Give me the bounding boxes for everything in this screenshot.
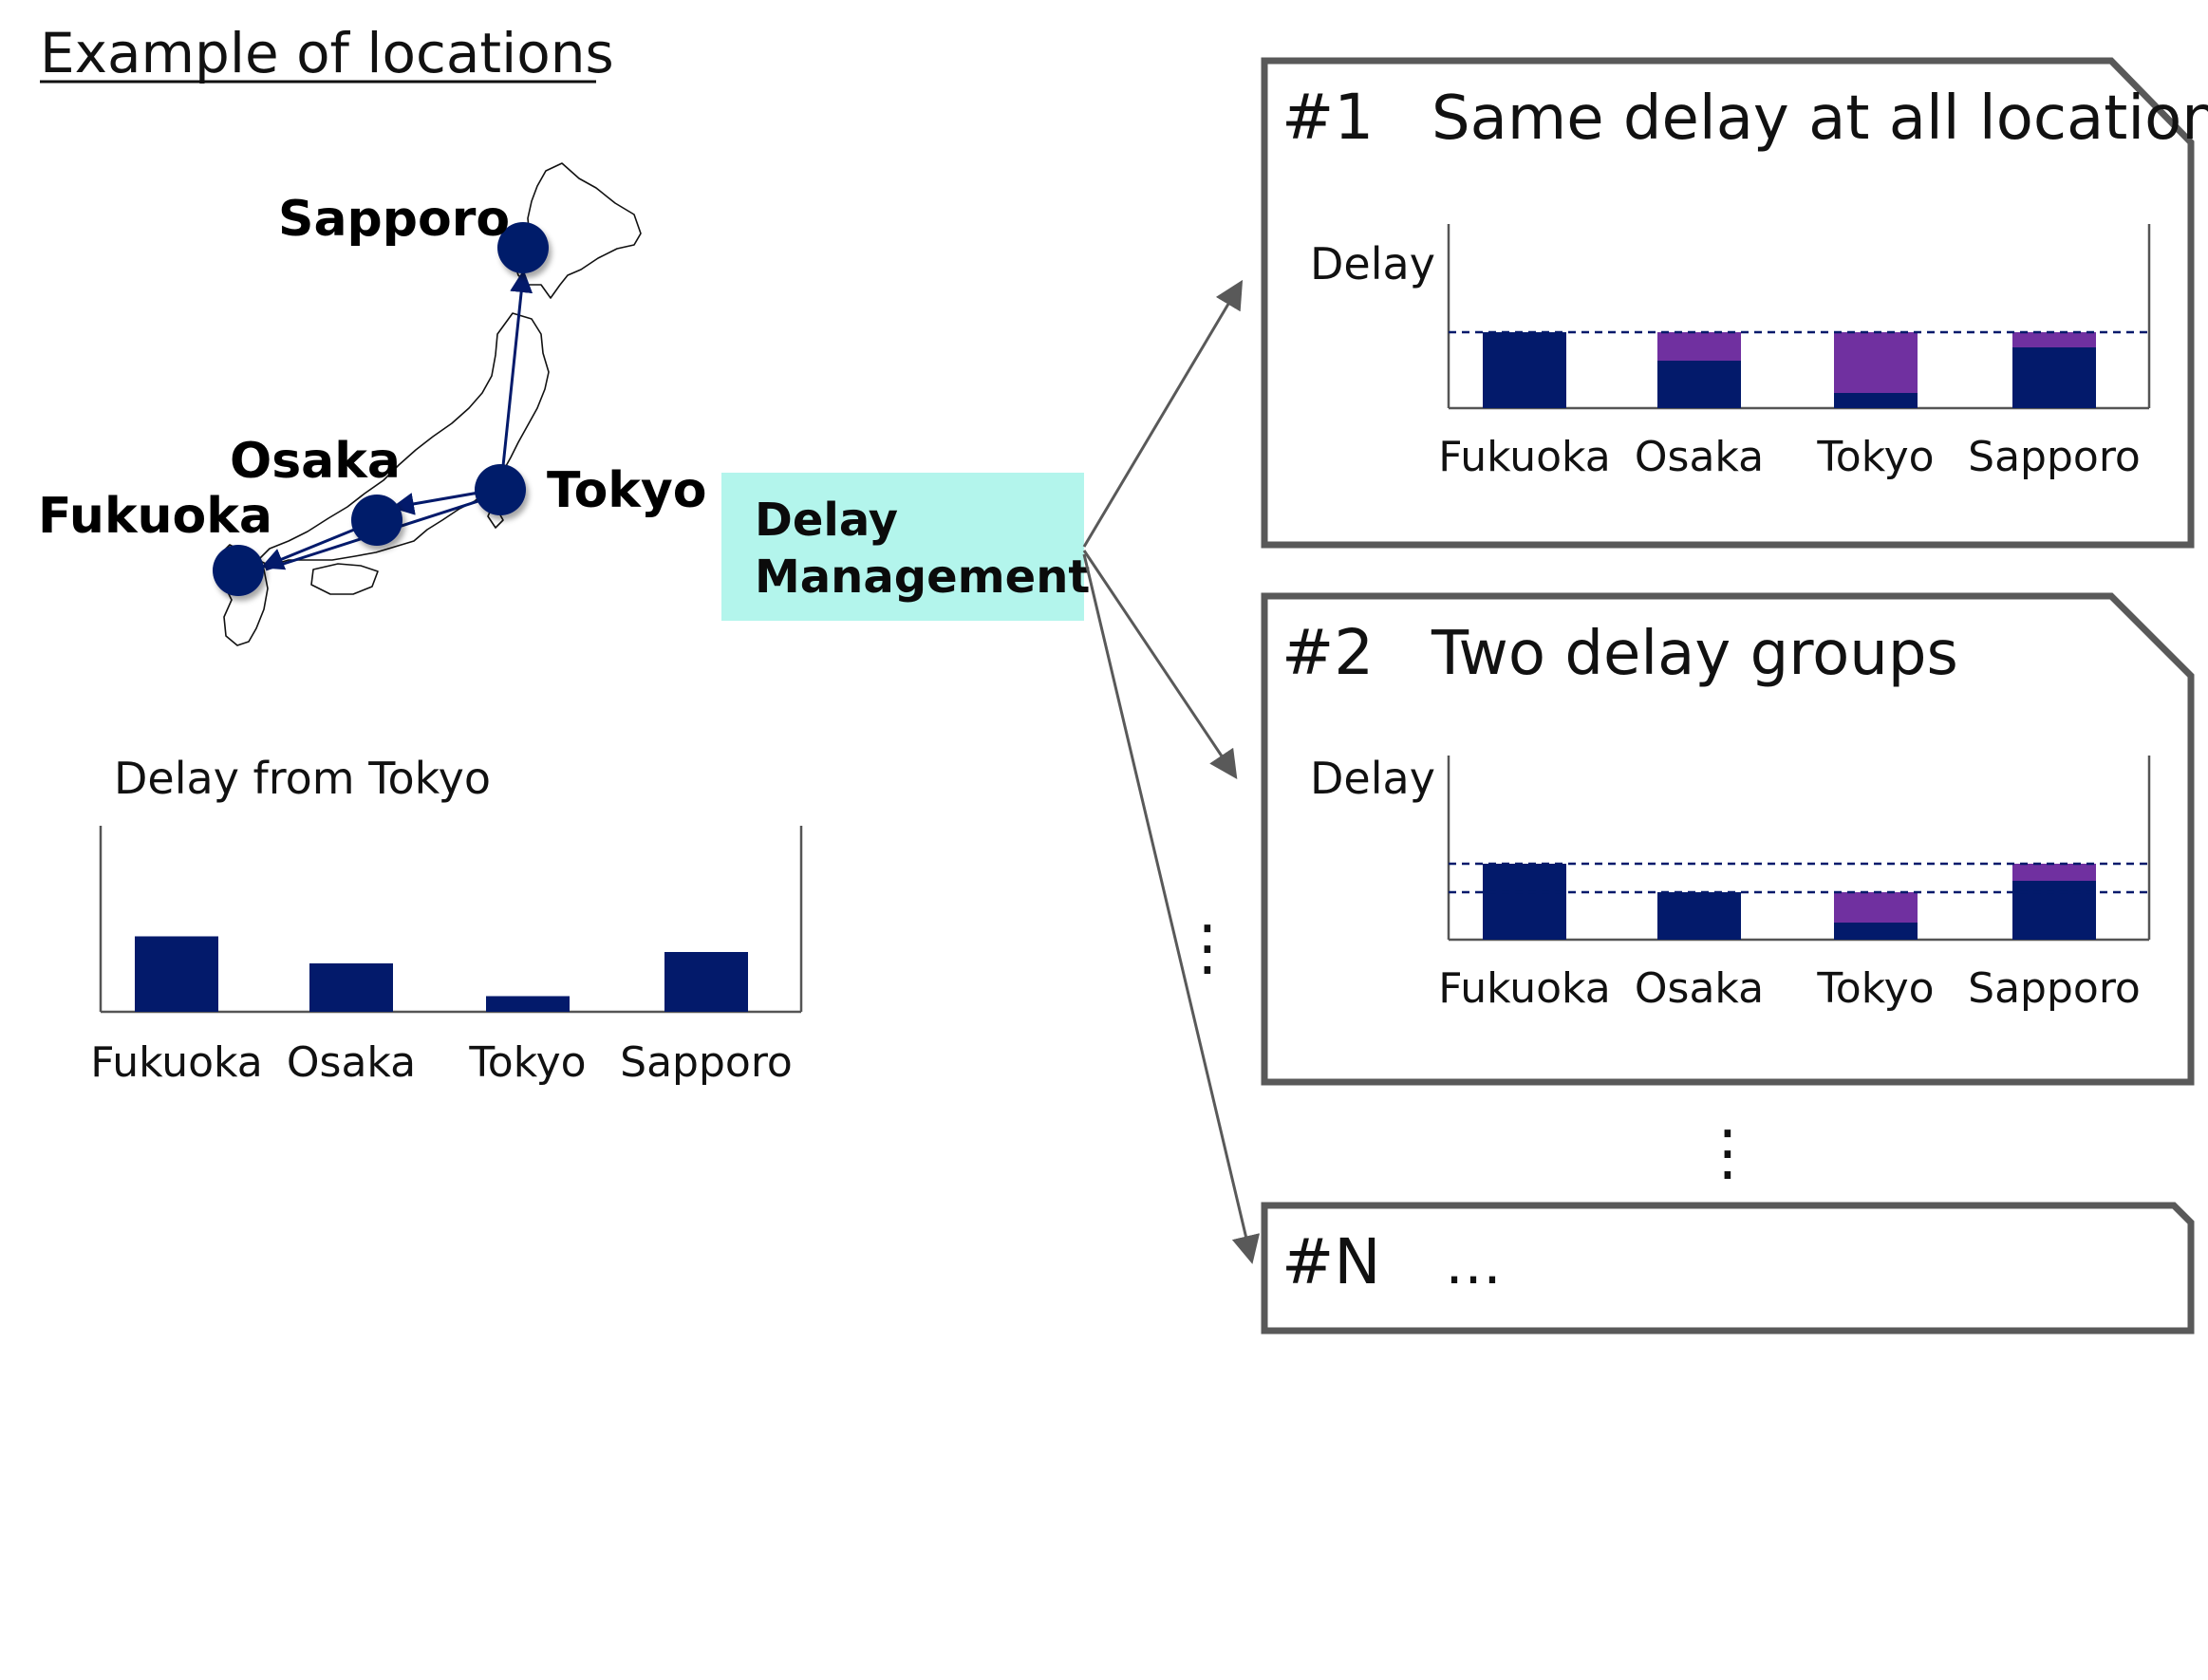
city-label-fukuoka: Fukuoka	[38, 488, 272, 545]
tick-label-osaka: Osaka	[1635, 964, 1764, 1013]
bar-osaka-delay	[1657, 892, 1741, 940]
bar-tokyo-delay	[1834, 923, 1918, 940]
delay-management-box: Delay Management	[721, 473, 1090, 621]
tick-label-tokyo: Tokyo	[1816, 433, 1934, 481]
bar-tokyo-delay	[1834, 393, 1918, 408]
shikoku-outline	[310, 563, 379, 595]
delay-management-line2: Management	[755, 551, 1090, 604]
arrow-tokyo-sapporo	[499, 270, 533, 485]
arrow-tokyo-osaka	[391, 490, 485, 515]
vertical-ellipsis-boxes: ⋮	[1697, 1118, 1758, 1188]
bar-tokyo-added-delay	[1834, 332, 1918, 393]
city-dot-sapporo	[497, 222, 549, 273]
bar-tokyo	[486, 996, 570, 1012]
tick-label-tokyo: Tokyo	[468, 1038, 586, 1087]
dm-arrows	[1082, 279, 1261, 1264]
tick-label-tokyo: Tokyo	[1816, 964, 1934, 1013]
tick-label-sapporo: Sapporo	[1968, 964, 2141, 1013]
bar-osaka-added-delay	[1657, 332, 1741, 361]
case-number: #2	[1282, 616, 1374, 689]
tick-label-fukuoka: Fukuoka	[1438, 964, 1610, 1013]
vertical-ellipsis-arrows: ⋮	[1177, 913, 1238, 983]
tick-label-sapporo: Sapporo	[620, 1038, 793, 1087]
case-title: Two delay groups	[1431, 619, 1958, 689]
case-box-1-frame	[1261, 57, 2195, 549]
delay-management-line1: Delay	[755, 494, 898, 547]
case-box-2: #2 Two delay groups Delay Fukuoka Osaka …	[1261, 592, 2195, 1086]
case-box-n-frame	[1261, 1202, 2195, 1335]
page-title: Example of locations	[40, 21, 614, 85]
bar-osaka-delay	[1657, 361, 1741, 408]
city-dot-fukuoka	[213, 545, 264, 596]
bar-fukuoka	[135, 936, 218, 1012]
honshu-outline	[257, 312, 550, 567]
chart-title: Delay from Tokyo	[114, 753, 491, 804]
city-label-tokyo: Tokyo	[547, 462, 707, 519]
case-number: #N	[1282, 1225, 1381, 1298]
arrow-to-case-n	[1082, 553, 1261, 1264]
bar-tokyo-added-delay	[1834, 892, 1918, 923]
tick-label-fukuoka: Fukuoka	[90, 1038, 262, 1087]
arrow-to-case-1	[1082, 279, 1244, 548]
case-title: …	[1445, 1231, 1502, 1297]
bar-fukuoka-delay	[1483, 864, 1566, 940]
bar-sapporo-added-delay	[2012, 332, 2096, 347]
tick-label-osaka: Osaka	[287, 1038, 416, 1087]
bar-osaka	[309, 963, 393, 1012]
chart-delay-from-tokyo: Delay from Tokyo Fukuoka Osaka Tokyo Sap…	[90, 753, 803, 1087]
arrow-to-case-2	[1082, 550, 1238, 779]
case-box-1: #1 Same delay at all locations Delay Fuk…	[1261, 57, 2208, 549]
city-dot-osaka	[351, 495, 402, 546]
bar-sapporo-delay	[2012, 881, 2096, 940]
city-label-osaka: Osaka	[230, 433, 401, 490]
arrow-osaka-fukuoka	[260, 526, 360, 570]
bar-sapporo-delay	[2012, 347, 2096, 408]
case-box-n: #N …	[1261, 1202, 2195, 1335]
y-axis-label: Delay	[1310, 753, 1435, 804]
city-dot-tokyo	[475, 464, 526, 515]
city-label-sapporo: Sapporo	[278, 191, 510, 248]
tick-label-fukuoka: Fukuoka	[1438, 433, 1610, 481]
bar-fukuoka-delay	[1483, 332, 1566, 408]
bar-sapporo-added-delay	[2012, 864, 2096, 881]
city-dots	[213, 222, 549, 596]
tick-label-sapporo: Sapporo	[1968, 433, 2141, 481]
case-number: #1	[1282, 81, 1374, 154]
case-title: Same delay at all locations	[1431, 84, 2208, 154]
delay-management-rect	[721, 473, 1084, 621]
tick-label-osaka: Osaka	[1635, 433, 1764, 481]
y-axis-label: Delay	[1310, 238, 1435, 289]
bar-sapporo	[664, 952, 748, 1012]
case-box-2-frame	[1261, 592, 2195, 1086]
